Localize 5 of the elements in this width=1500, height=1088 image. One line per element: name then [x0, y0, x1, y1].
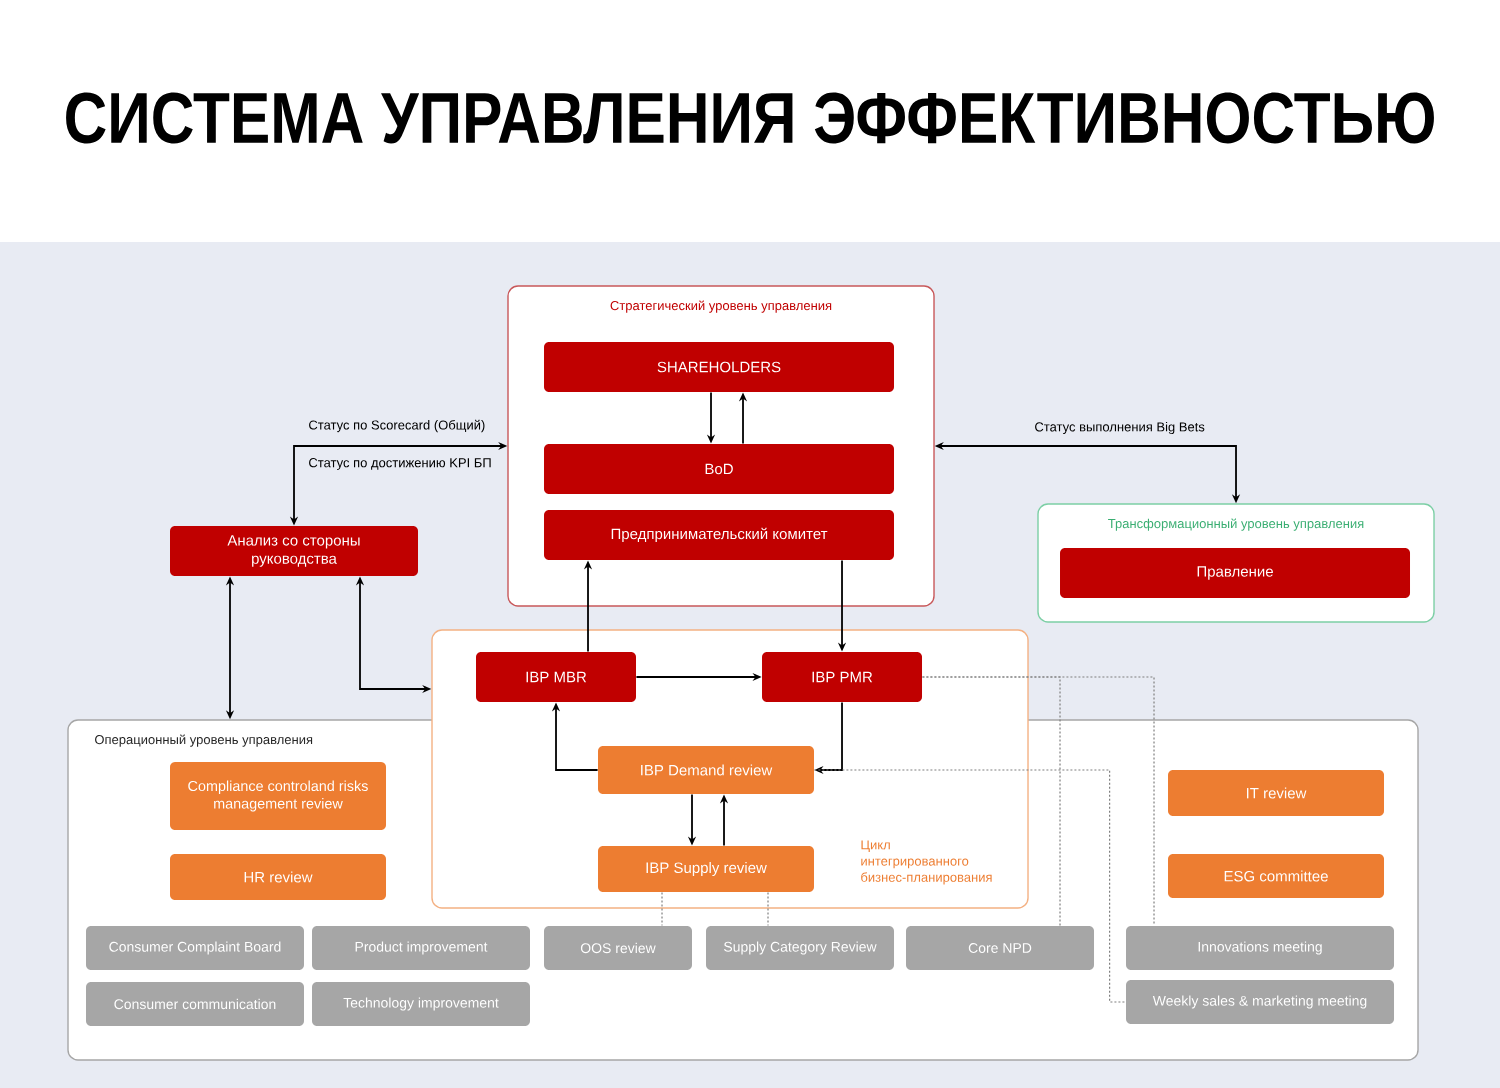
connector-line: [767, 891, 769, 927]
connector-line: [813, 769, 1127, 1003]
title: СИСТЕМА УПРАВЛЕНИЯ ЭФФЕКТИВНОСТЬЮ: [66, 92, 1434, 144]
connector-line: [661, 891, 663, 927]
connector-line: [921, 676, 1155, 927]
